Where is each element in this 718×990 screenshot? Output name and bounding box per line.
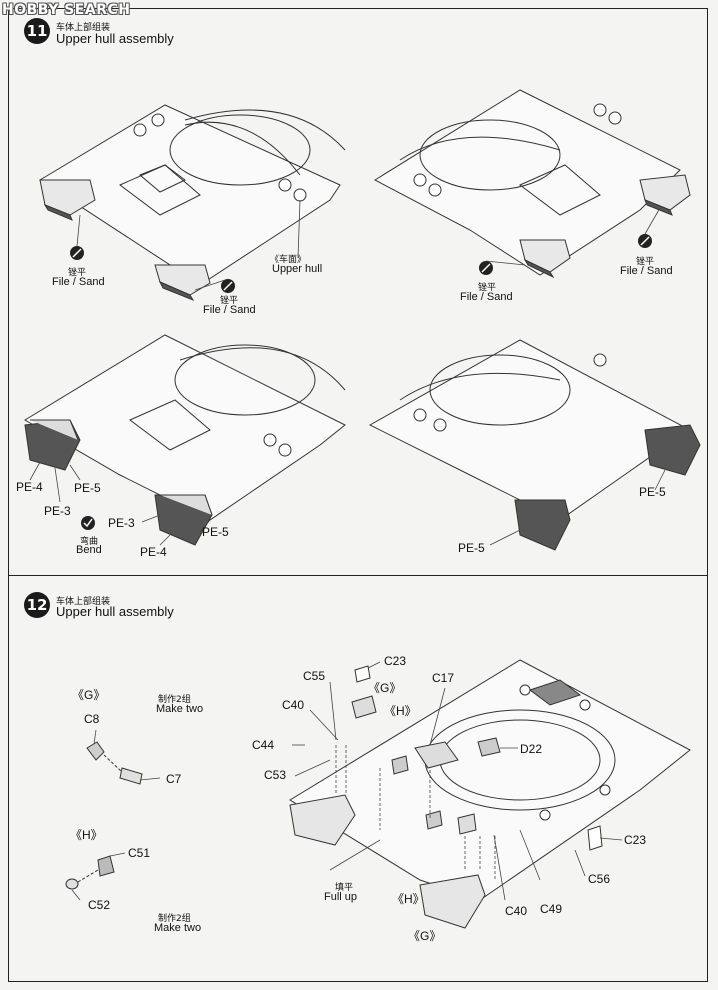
subassembly-h-label-1: 《H》 xyxy=(70,828,103,842)
sand-label-en-1: File / Sand xyxy=(52,276,105,288)
fill-label-en: Full up xyxy=(324,891,358,903)
step-11-title-en: Upper hull assembly xyxy=(56,31,174,46)
part-c51-shape xyxy=(97,855,115,877)
make-two-en-2: Make two xyxy=(154,922,202,934)
upper-hull-label-en: Upper hull xyxy=(272,263,323,275)
part-c8-label: C8 xyxy=(84,712,100,726)
step-12-title-cn: 车体上部组装 xyxy=(56,597,111,607)
part-c44-label: C44 xyxy=(252,738,275,752)
subassembly-g-label-3: 《G》 xyxy=(408,929,442,943)
part-c52-shape xyxy=(65,878,79,890)
step-12-title-en: Upper hull assembly xyxy=(56,604,174,619)
part-c7-label: C7 xyxy=(166,772,182,786)
sand-label-en-2: File / Sand xyxy=(203,304,256,316)
part-c23-label-2: C23 xyxy=(624,833,647,847)
part-c56-label: C56 xyxy=(588,872,611,886)
sand-label-cn-3: 锉平 xyxy=(478,283,497,293)
part-d22-shape xyxy=(477,737,501,757)
part-c17-shape xyxy=(414,741,459,769)
part-c23-shape-2 xyxy=(587,825,603,851)
step-11-number: 11 xyxy=(24,18,50,44)
pe3-label-2: PE-3 xyxy=(108,516,135,530)
part-c51-label: C51 xyxy=(128,846,151,860)
part-c40-label-2: C40 xyxy=(505,904,528,918)
part-c53-label: C53 xyxy=(264,768,287,782)
part-c7-shape xyxy=(119,767,143,785)
hull-bottom-left xyxy=(24,334,346,546)
pe4-label-2: PE-4 xyxy=(140,545,167,559)
part-c17-label: C17 xyxy=(432,671,455,685)
subassembly-g-label-1: 《G》 xyxy=(72,688,106,702)
part-c40-label-1: C40 xyxy=(282,698,305,712)
part-c52-label: C52 xyxy=(88,898,111,912)
bend-label-cn: 弯曲 xyxy=(80,537,99,547)
sand-label-cn-2: 锉平 xyxy=(220,296,239,306)
part-c49-label: C49 xyxy=(540,902,563,916)
watermark-logo: HOBBY SEARCH xyxy=(2,2,131,18)
part-g-shape-2 xyxy=(457,813,477,835)
upper-hull-label-cn: 《车面》 xyxy=(270,255,307,265)
sand-label-cn-4: 锉平 xyxy=(636,257,655,267)
step-12-number: 12 xyxy=(24,592,50,618)
hull-step-12 xyxy=(289,659,691,929)
part-c55-label: C55 xyxy=(303,669,326,683)
part-c8-shape xyxy=(86,741,105,761)
part-g-shape xyxy=(351,695,377,719)
hull-top-left xyxy=(39,104,346,302)
make-two-en-1: Make two xyxy=(156,703,204,715)
sand-label-en-3: File / Sand xyxy=(460,291,513,303)
section-divider xyxy=(8,575,708,576)
part-d22-label: D22 xyxy=(520,742,543,756)
step-11-title-cn: 车体上部组装 xyxy=(56,23,111,33)
pe5-label-3: PE-5 xyxy=(639,485,666,499)
make-two-cn-1: 制作2组 xyxy=(158,695,191,705)
step-11-leaders xyxy=(29,199,666,546)
sand-label-cn-1: 锉平 xyxy=(68,268,87,278)
subassembly-h-label-3: 《H》 xyxy=(392,892,425,906)
part-c23-shape-1 xyxy=(354,665,371,683)
pe4-label-1: PE-4 xyxy=(16,480,43,494)
pe3-label-1: PE-3 xyxy=(44,504,71,518)
pe5-label-1: PE-5 xyxy=(74,481,101,495)
bend-label-en: Bend xyxy=(76,544,102,556)
sand-label-en-4: File / Sand xyxy=(620,265,673,277)
part-h-shape xyxy=(391,755,409,775)
page-border xyxy=(8,8,708,982)
pe5-label-2: PE-5 xyxy=(202,525,229,539)
step-12-leaders xyxy=(71,661,623,901)
make-two-cn-2: 制作2组 xyxy=(158,914,191,924)
subassembly-g-label-2: 《G》 xyxy=(368,681,402,695)
part-c23-label-1: C23 xyxy=(384,654,407,668)
hull-bottom-right xyxy=(368,339,701,551)
pe5-label-4: PE-5 xyxy=(458,541,485,555)
fill-label-cn: 填平 xyxy=(335,883,354,893)
subassembly-h-label-2: 《H》 xyxy=(384,704,417,718)
hull-top-right xyxy=(373,89,691,279)
